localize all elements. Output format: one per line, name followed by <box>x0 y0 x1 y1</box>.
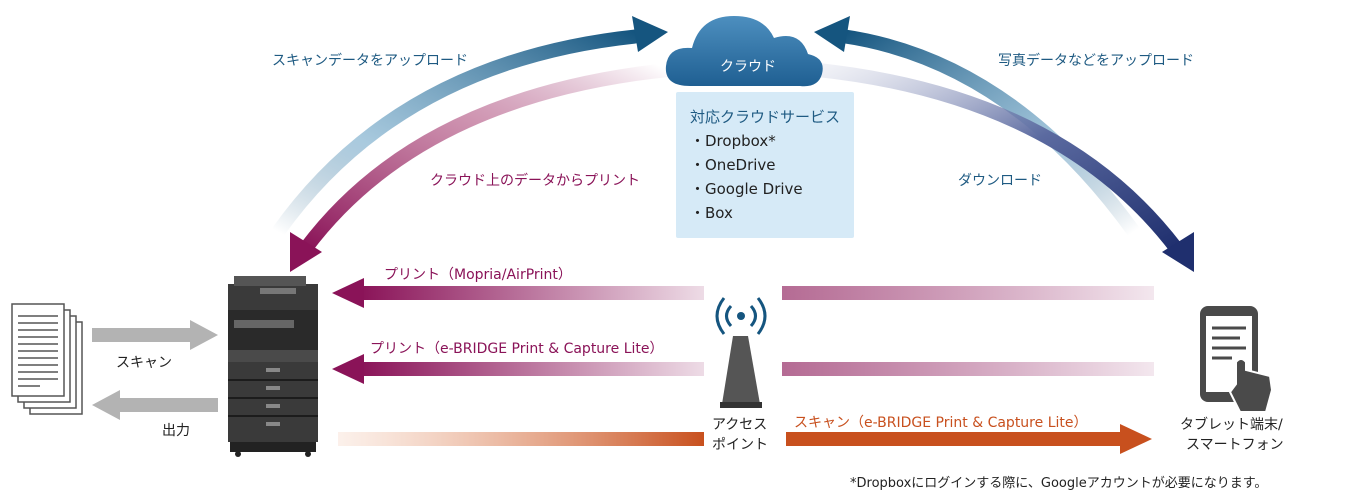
footnote: *Dropboxにログインする際に、Googleアカウントが必要になります。 <box>850 476 1268 491</box>
download-arrow <box>817 63 1194 272</box>
print-mopria-arrow <box>332 278 1154 308</box>
access-point-label-1: アクセス <box>712 417 768 433</box>
service-item-onedrive: ・OneDrive <box>690 156 776 174</box>
document-stack-icon <box>11 303 83 415</box>
printer-icon <box>228 276 318 457</box>
print-ebridge-arrow <box>332 354 1154 384</box>
device-label-2: スマートフォン <box>1186 437 1284 453</box>
services-title: 対応クラウドサービス <box>690 108 841 126</box>
print-ebridge-label: プリント（e-BRIDGE Print & Capture Lite） <box>370 341 664 357</box>
cloud-services-box: 対応クラウドサービス ・Dropbox* ・OneDrive ・Google D… <box>676 92 854 238</box>
service-item-box: ・Box <box>690 204 733 222</box>
scan-gray-arrow <box>92 320 218 350</box>
output-label: 出力 <box>162 423 190 439</box>
service-item-google-drive: ・Google Drive <box>690 180 803 198</box>
cloud-icon <box>665 16 823 87</box>
cloud-print-arrow <box>290 63 669 272</box>
scan-ebridge-arrow <box>338 424 1152 454</box>
scan-label: スキャン <box>116 355 172 371</box>
photo-upload-label: 写真データなどをアップロード <box>998 53 1194 69</box>
output-gray-arrow <box>92 390 218 420</box>
scan-upload-arrow <box>272 16 668 237</box>
access-point-label-2: ポイント <box>712 437 768 453</box>
service-item-dropbox: ・Dropbox* <box>690 132 776 150</box>
photo-upload-arrow <box>814 16 1140 237</box>
access-point-icon <box>715 297 767 408</box>
device-label-1: タブレット端末/ <box>1180 417 1283 433</box>
scan-upload-label: スキャンデータをアップロード <box>272 53 468 69</box>
print-mopria-label: プリント（Mopria/AirPrint） <box>384 267 572 283</box>
cloud-print-label: クラウド上のデータからプリント <box>430 173 640 189</box>
cloud-label: クラウド <box>720 59 776 75</box>
scan-ebridge-label: スキャン（e-BRIDGE Print & Capture Lite） <box>794 415 1088 431</box>
download-label: ダウンロード <box>958 173 1042 189</box>
smartphone-icon <box>1200 306 1274 413</box>
